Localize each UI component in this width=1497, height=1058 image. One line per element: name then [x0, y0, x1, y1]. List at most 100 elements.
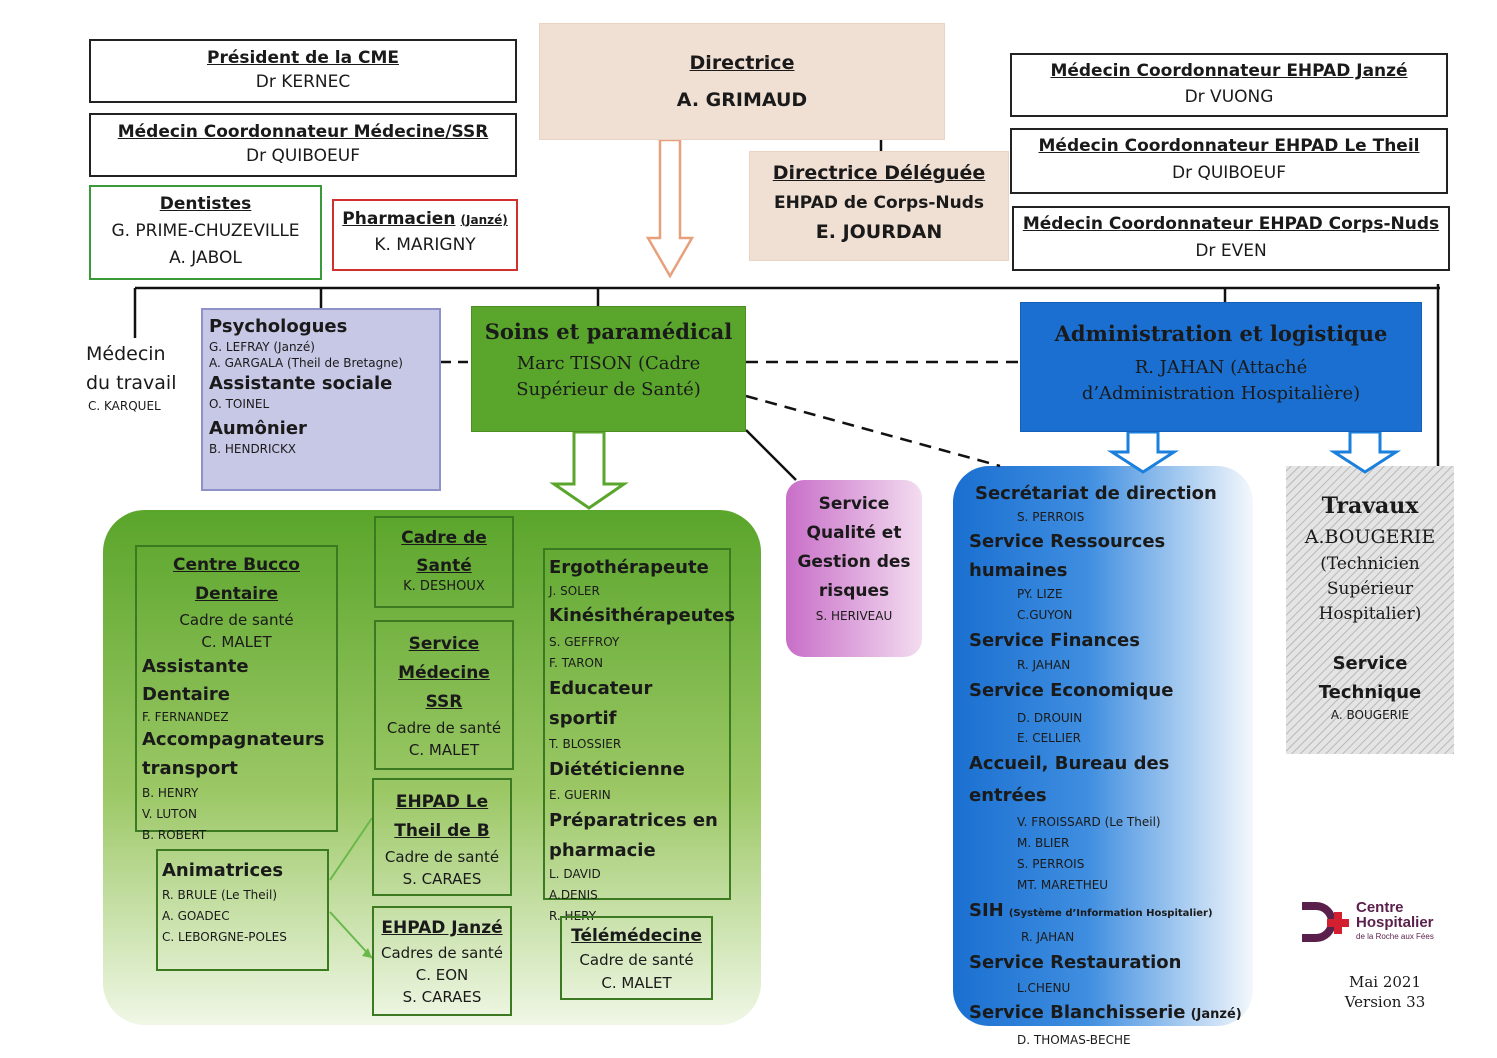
travaux-s1: Service	[1332, 653, 1408, 674]
bucco-title2: Dentaire	[194, 584, 279, 604]
cadre-t2: Santé	[416, 556, 472, 576]
ergo-n2-0: S. GEFFROY	[549, 635, 620, 649]
cadre-t1: Cadre de	[401, 528, 487, 548]
pharmacien-place: (Janzé)	[460, 213, 508, 227]
ergo-h4: Diététicienne	[549, 759, 685, 780]
janze-box: EHPAD Janzé Cadres de santé C. EON S. CA…	[372, 906, 512, 1016]
medecin-travail: Médecin du travail C. KARQUEL	[86, 340, 196, 414]
services-s8: Service Blanchisserie	[969, 1002, 1186, 1023]
arrow-travaux	[1328, 430, 1402, 474]
ergo-n3-0: T. BLOSSIER	[549, 737, 622, 751]
services-n4-1: E. CELLIER	[1017, 731, 1082, 745]
coord-janze-name: Dr VUONG	[1184, 87, 1274, 107]
bucco-subname: C. MALET	[201, 633, 272, 651]
coord-corps-role: Médecin Coordonnateur EHPAD Corps-Nuds	[1022, 214, 1440, 234]
ergo-n1-0: J. SOLER	[549, 584, 600, 598]
ergo-h5a: Préparatrices en	[549, 810, 718, 831]
medecin-travail-line1: Médecin	[86, 343, 166, 365]
logo: Centre Hospitalier de la Roche aux Fées	[1298, 898, 1458, 948]
psy-n3-0: B. HENDRICKX	[209, 442, 297, 456]
qualite-line-1: Service	[818, 494, 890, 514]
dentistes-box: Dentistes G. PRIME-CHUZEVILLE A. JABOL	[89, 185, 322, 280]
qualite-line-4: risques	[818, 581, 890, 601]
ergo-h2: Kinésithérapeutes	[549, 605, 736, 626]
soins-box: Soins et paramédical Marc TISON (Cadre S…	[471, 306, 746, 432]
ergo-box: Ergothérapeute J. SOLER Kinésithérapeute…	[543, 548, 736, 923]
tele-name: C. MALET	[601, 974, 672, 992]
ssr-t2: Médecine	[398, 663, 490, 683]
deleguee-name: E. JOURDAN	[815, 221, 943, 243]
dentistes-role: Dentistes	[159, 194, 252, 214]
ergo-n2-1: F. TARON	[549, 656, 603, 670]
psy-n1-1: A. GARGALA (Theil de Bretagne)	[209, 356, 403, 370]
janze-n1: C. EON	[415, 966, 469, 984]
services-n2-0: PY. LIZE	[1017, 587, 1063, 601]
pharmacien-name: K. MARIGNY	[374, 235, 476, 255]
pharmacien-role: Pharmacien	[342, 209, 456, 229]
coord-med-name: Dr QUIBOEUF	[245, 146, 361, 166]
psy-h3: Aumônier	[209, 418, 307, 439]
deleguee-role: Directrice Déléguée	[772, 162, 986, 184]
travaux-d1: (Technicien	[1320, 554, 1420, 574]
janze-sub: Cadres de santé	[381, 944, 503, 962]
janze-n2: S. CARAES	[402, 988, 482, 1006]
bucco-sub: Cadre de santé	[179, 611, 294, 629]
ergo-h5b: pharmacie	[549, 840, 656, 861]
theil-t2: Theil de B	[394, 821, 490, 841]
bucco-n1-0: F. FERNANDEZ	[142, 710, 229, 724]
psy-n1-0: G. LEFRAY (Janzé)	[209, 340, 315, 354]
services-s6note: (Système d’Information Hospitalier)	[1008, 908, 1213, 919]
services-s2a: Service Ressources	[969, 531, 1166, 552]
arrow-directrice	[645, 138, 695, 279]
travaux-d2: Supérieur	[1326, 579, 1414, 599]
dentistes-name-1: G. PRIME-CHUZEVILLE	[111, 221, 300, 241]
services-s4: Service Economique	[969, 680, 1174, 701]
services-s3: Service Finances	[969, 630, 1140, 651]
medecin-travail-line2: du travail	[86, 372, 177, 394]
admin-line1: R. JAHAN (Attaché	[1134, 357, 1308, 378]
cme-role: Président de la CME	[206, 48, 399, 68]
services-n2-1: C.GUYON	[1017, 608, 1073, 622]
ergo-n5-1: A.DENIS	[549, 888, 598, 902]
cme-name: Dr KERNEC	[255, 72, 351, 92]
ergo-n5-0: L. DAVID	[549, 867, 601, 881]
services-n1-0: S. PERROIS	[1017, 510, 1085, 524]
services-s5: Accueil, Bureau des entrées	[969, 753, 1170, 806]
logo-l2: Hospitalier	[1356, 914, 1434, 931]
services-n5-1: M. BLIER	[1017, 836, 1070, 850]
bucco-box: Centre Bucco Dentaire Cadre de santé C. …	[135, 545, 338, 842]
green-panel	[103, 510, 761, 1025]
bucco-n2-1: V. LUTON	[142, 807, 197, 821]
bucco-h2b: transport	[142, 758, 238, 779]
qualite-line-2: Qualité et	[806, 523, 902, 543]
psy-h1: Psychologues	[209, 316, 348, 337]
theil-box: EHPAD Le Theil de B Cadre de santé S. CA…	[372, 778, 512, 896]
arrow-admin	[1106, 430, 1180, 474]
tele-t1: Télémédecine	[571, 926, 702, 946]
soins-line1: Marc TISON (Cadre	[516, 353, 701, 374]
services-n7-0: L.CHENU	[1017, 981, 1071, 995]
deleguee-box: Directrice Déléguée EHPAD de Corps-Nuds …	[749, 151, 1009, 261]
services-s6: SIH	[969, 900, 1004, 921]
ssr-t1: Service	[408, 634, 480, 654]
psy-box: Psychologues G. LEFRAY (Janzé) A. GARGAL…	[201, 308, 441, 491]
ergo-h3: Educateur sportif	[549, 678, 653, 729]
soins-line2: Supérieur de Santé)	[516, 379, 701, 400]
travaux-name: A.BOUGERIE	[1304, 526, 1436, 548]
services-n5-0: V. FROISSARD (Le Theil)	[1017, 815, 1161, 829]
anim-n-1: A. GOADEC	[162, 909, 230, 923]
travaux-sname: A. BOUGERIE	[1330, 708, 1410, 722]
services-n8-0: D. THOMAS-BECHE	[1017, 1033, 1131, 1047]
admin-line2: d’Administration Hospitalière)	[1081, 383, 1361, 404]
theil-sub: Cadre de santé	[384, 848, 500, 866]
coord-janze-role: Médecin Coordonnateur EHPAD Janzé	[1050, 61, 1408, 81]
bucco-h1: Assistante Dentaire	[142, 656, 249, 705]
services-n6-0: R. JAHAN	[1021, 930, 1075, 944]
coord-theil-box: Médecin Coordonnateur EHPAD Le Theil Dr …	[1010, 128, 1448, 194]
ssr-t3: SSR	[425, 692, 463, 712]
logo-l3: de la Roche aux Fées	[1356, 932, 1434, 941]
services-n4-0: D. DROUIN	[1017, 711, 1083, 725]
services-s8note: (Janzé)	[1190, 1007, 1242, 1022]
services-s7: Service Restauration	[969, 952, 1182, 973]
